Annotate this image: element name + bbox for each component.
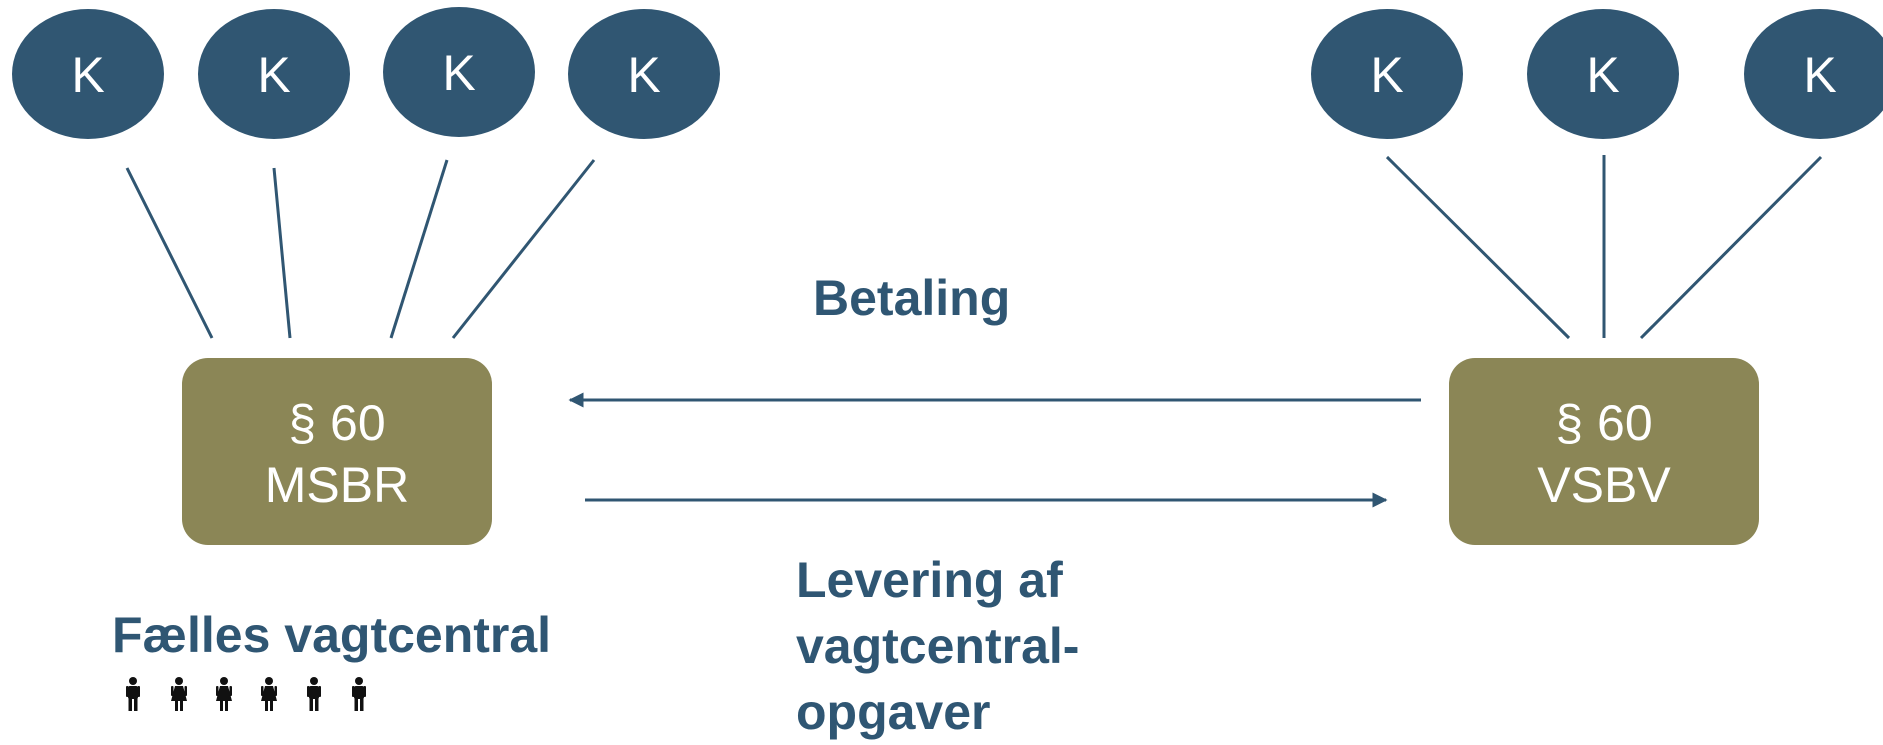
msbr-box-section: § 60 (288, 395, 385, 451)
male-person-icon (352, 677, 366, 711)
k-node-label: K (442, 45, 475, 101)
left-k-node: K (198, 9, 350, 139)
k-node-label: K (71, 47, 104, 103)
connector-line (389, 159, 449, 339)
vsbv-box-section: § 60 (1555, 395, 1652, 451)
connector-line (451, 159, 596, 339)
k-node-label: K (1803, 47, 1836, 103)
delivery-label-line: Levering af (796, 552, 1063, 608)
left-k-node: K (12, 9, 164, 139)
connector-line (272, 167, 292, 339)
right-k-node: K (1311, 9, 1463, 139)
vsbv-box: § 60 VSBV (1449, 358, 1759, 545)
msbr-box: § 60 MSBR (182, 358, 492, 545)
right-k-node: K (1744, 9, 1883, 139)
delivery-label-line: opgaver (796, 684, 991, 740)
left-k-node: K (383, 7, 535, 137)
k-node-label: K (1586, 47, 1619, 103)
male-person-icon (126, 677, 140, 711)
female-person-icon (216, 677, 232, 711)
left-k-node: K (568, 9, 720, 139)
male-person-icon (307, 677, 321, 711)
payment-label: Betaling (813, 270, 1011, 326)
female-person-icon (261, 677, 277, 711)
msbr-box-name: MSBR (265, 457, 409, 513)
k-node-label: K (627, 47, 660, 103)
right-k-node: K (1527, 9, 1679, 139)
shared-dispatch-caption: Fælles vagtcentral (112, 607, 552, 663)
person-icon-row (126, 677, 366, 711)
delivery-label: Levering af vagtcentral- opgaver (796, 547, 1079, 745)
delivery-label-line: vagtcentral- (796, 618, 1080, 674)
connector-line (125, 167, 214, 339)
connector-line (1639, 155, 1823, 340)
female-person-icon (171, 677, 187, 711)
k-node-label: K (1370, 47, 1403, 103)
k-node-label: K (257, 47, 290, 103)
vsbv-box-name: VSBV (1537, 457, 1671, 513)
connector-line (1385, 155, 1571, 340)
